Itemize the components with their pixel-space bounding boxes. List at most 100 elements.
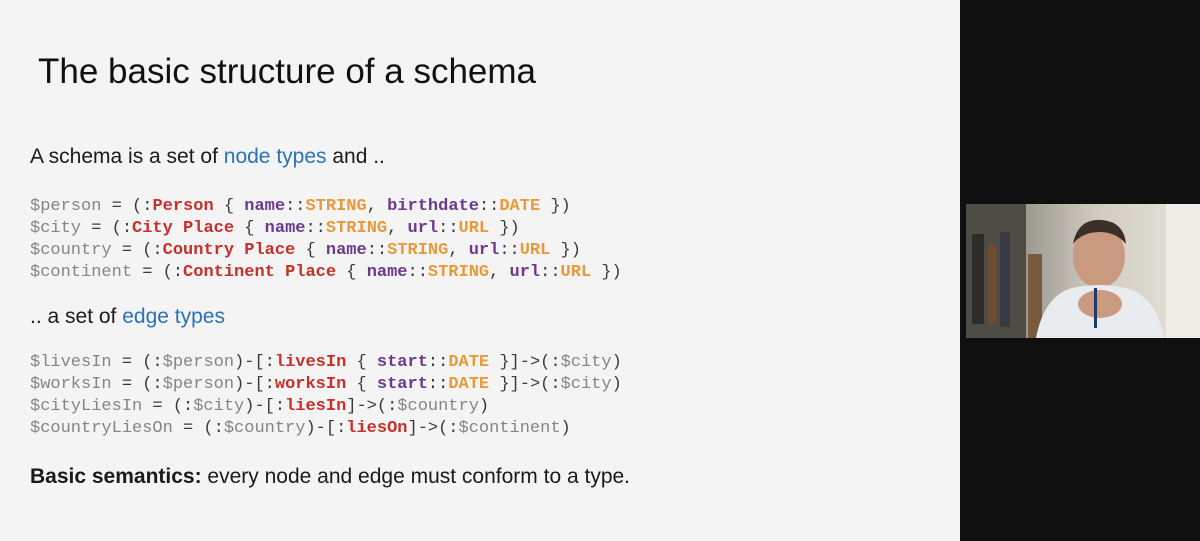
edge-types-intro: .. a set of edge types: [30, 305, 225, 328]
code-token: ::: [366, 241, 388, 260]
code-token: )-[:: [234, 353, 275, 372]
code-token: ,: [387, 219, 408, 238]
edge-type-definition-line: $countryLiesOn = (:$country)-[:liesOn]->…: [30, 418, 622, 440]
code-token: liesOn: [346, 419, 408, 438]
code-token: }): [489, 219, 520, 238]
node-type-definition-line: $continent = (:Continent Place { name::S…: [30, 262, 622, 284]
edge-type-definition-line: $livesIn = (:$person)-[:livesIn { start:…: [30, 352, 622, 374]
code-token: $cityLiesIn: [30, 397, 143, 416]
code-token: $city: [560, 353, 612, 372]
code-token: start: [376, 375, 428, 394]
code-token: ,: [366, 197, 388, 216]
code-token: )-[:: [234, 375, 275, 394]
code-token: name: [325, 241, 367, 260]
code-token: $countryLiesOn: [30, 419, 173, 438]
code-token: $continent: [30, 263, 133, 282]
edge-type-definition-line: $worksIn = (:$person)-[:worksIn { start:…: [30, 374, 622, 396]
code-token: $person: [162, 375, 235, 394]
code-token: ::: [407, 263, 428, 282]
code-token: url: [509, 263, 541, 282]
code-token: ): [611, 353, 622, 372]
code-token: City Place: [132, 219, 235, 238]
node-types-highlight: node types: [223, 145, 327, 168]
code-token: ::: [427, 353, 449, 372]
code-token: = (:: [81, 219, 133, 238]
code-token: $city: [193, 397, 245, 416]
code-token: STRING: [387, 241, 449, 260]
code-token: url: [468, 241, 500, 260]
code-token: DATE: [448, 353, 490, 372]
code-token: ::: [540, 263, 561, 282]
code-token: livesIn: [274, 353, 347, 372]
code-token: STRING: [325, 219, 388, 238]
node-type-definition-line: $city = (:City Place { name::STRING, url…: [30, 218, 622, 240]
code-token: ::: [285, 197, 306, 216]
basic-semantics-statement: Basic semantics: every node and edge mus…: [30, 465, 631, 488]
code-token: Country Place: [162, 241, 296, 260]
code-token: name: [264, 219, 306, 238]
code-token: DATE: [448, 375, 490, 394]
code-token: $country: [397, 397, 479, 416]
code-token: {: [234, 219, 265, 238]
code-token: {: [346, 375, 377, 394]
code-token: birthdate: [387, 197, 479, 216]
code-token: }): [540, 197, 571, 216]
code-token: $country: [223, 419, 306, 438]
code-token: $continent: [458, 419, 561, 438]
code-token: ::: [427, 375, 449, 394]
code-token: ::: [478, 197, 500, 216]
code-token: URL: [458, 219, 490, 238]
code-token: DATE: [499, 197, 541, 216]
node-type-definition-line: $country = (:Country Place { name::STRIN…: [30, 240, 622, 262]
code-token: URL: [560, 263, 592, 282]
code-token: $country: [30, 241, 112, 260]
code-token: }]->(:: [489, 353, 561, 372]
code-token: ::: [305, 219, 326, 238]
code-token: }): [550, 241, 581, 260]
code-token: ]->(:: [407, 419, 459, 438]
code-token: }]->(:: [489, 375, 561, 394]
code-token: = (:: [111, 241, 163, 260]
code-token: {: [346, 353, 377, 372]
code-token: STRING: [427, 263, 490, 282]
code-token: $city: [560, 375, 612, 394]
code-token: $person: [30, 197, 102, 216]
code-token: $person: [162, 353, 235, 372]
code-token: start: [376, 353, 428, 372]
edge-types-code-block: $livesIn = (:$person)-[:livesIn { start:…: [30, 352, 622, 440]
code-token: url: [407, 219, 439, 238]
code-token: worksIn: [274, 375, 347, 394]
code-token: {: [213, 197, 245, 216]
edge-types-highlight: edge types: [122, 305, 225, 328]
code-token: Person: [152, 197, 214, 216]
code-token: ): [560, 419, 571, 438]
code-token: = (:: [111, 375, 163, 394]
node-types-intro: A schema is a set of node types and ..: [30, 145, 385, 168]
code-token: ]->(:: [346, 397, 398, 416]
code-token: ::: [499, 241, 520, 260]
code-token: URL: [519, 241, 551, 260]
code-token: Continent Place: [183, 263, 337, 282]
slide-title: The basic structure of a schema: [38, 52, 536, 91]
code-token: {: [295, 241, 326, 260]
node-types-code-block: $person = (: Person { name::STRING, birth…: [30, 196, 622, 284]
speaker-silhouette-icon: [966, 204, 1200, 338]
code-token: STRING: [305, 197, 367, 216]
speaker-webcam-video: [966, 204, 1200, 338]
code-token: liesIn: [285, 397, 347, 416]
code-token: = (:: [132, 263, 184, 282]
code-token: )-[:: [305, 419, 347, 438]
code-token: $livesIn: [30, 353, 112, 372]
code-token: $city: [30, 219, 82, 238]
code-token: }): [591, 263, 622, 282]
code-token: )-[:: [244, 397, 286, 416]
code-token: = (:: [142, 397, 194, 416]
code-token: ): [611, 375, 622, 394]
code-token: ,: [448, 241, 469, 260]
edge-type-definition-line: $cityLiesIn = (:$city)-[:liesIn]->(:$cou…: [30, 396, 622, 418]
presentation-slide: The basic structure of a schema A schema…: [0, 0, 960, 541]
code-token: = (:: [172, 419, 224, 438]
code-token: {: [336, 263, 367, 282]
code-token: name: [366, 263, 408, 282]
